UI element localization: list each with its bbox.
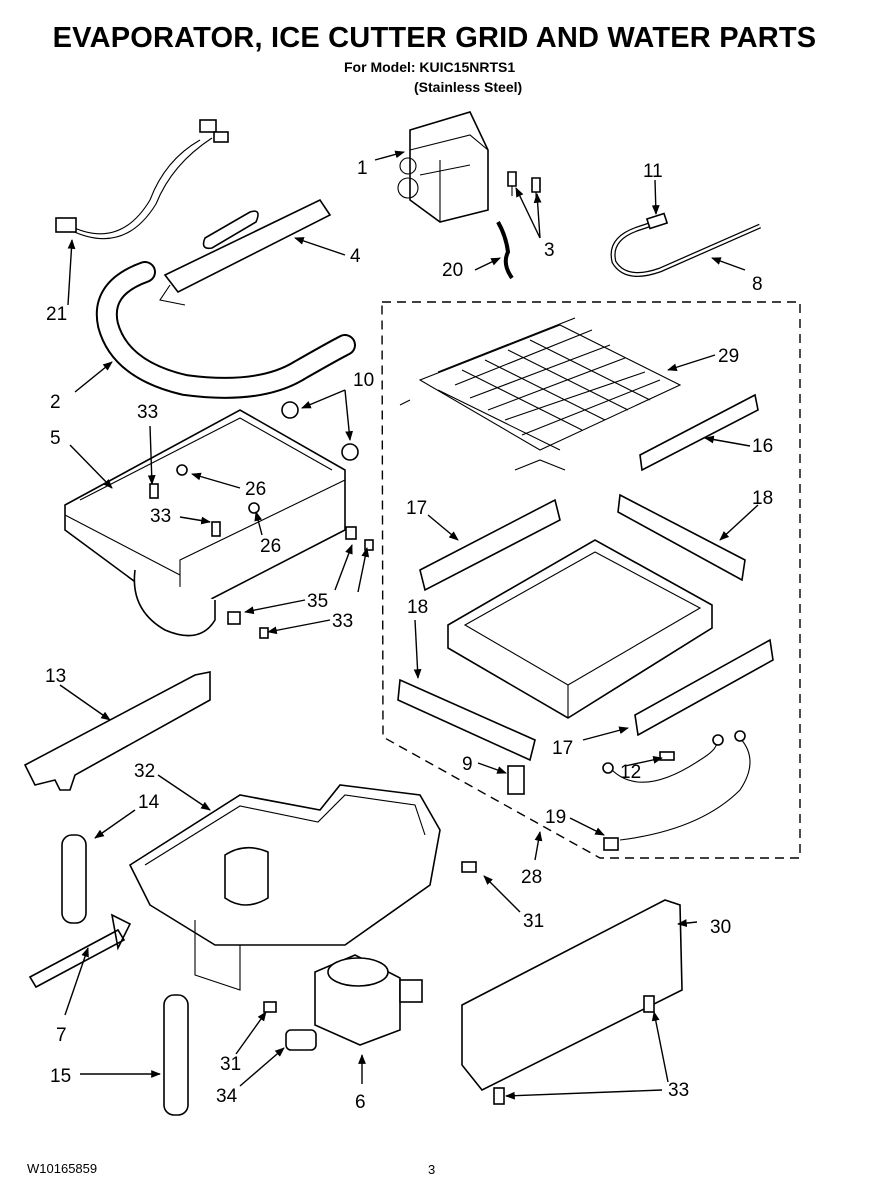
callout-label: 26 [260,536,281,557]
callout-label: 1 [357,158,368,179]
callout-label: 21 [46,304,67,325]
cutter-grid-part [399,317,682,471]
standpipe-part [163,994,189,1116]
callout-label: 31 [220,1054,241,1075]
callout-label: 31 [523,911,544,932]
callout-label: 19 [545,807,566,828]
callout-label: 9 [462,754,473,775]
callout-label: 16 [752,436,773,457]
callout-label: 17 [552,738,573,759]
callout-label: 32 [134,761,155,782]
callout-label: 13 [45,666,66,687]
callout-label: 14 [138,792,160,813]
callout-label: 2 [50,392,61,413]
cover-screw-part [643,995,655,1013]
leader-lines [59,150,759,1100]
reservoir-screw-part-lower [263,1001,277,1013]
cutter-frame-part [447,539,713,719]
water-valve-part [397,111,489,223]
valve-screws-part [507,171,541,202]
callout-label: 33 [668,1080,689,1101]
callout-label: 35 [307,591,328,612]
callout-label: 34 [216,1086,238,1107]
callout-label: 18 [752,488,773,509]
callout-label: 20 [442,260,463,281]
callout-label: 3 [544,240,555,261]
callout-label: 33 [332,611,353,632]
thermistor-clip-part [507,765,525,795]
callout-label: 8 [752,274,763,295]
callout-label: 6 [355,1092,366,1113]
grid-wire-part [602,730,751,851]
wire-harness-part [55,119,229,240]
callout-label: 18 [407,597,428,618]
callout-label: 4 [350,246,361,267]
fill-tube-part [28,913,132,989]
reservoir-part [128,784,441,991]
front-cover-part [461,899,683,1092]
grid-strip-part [639,393,759,472]
callout-label: 30 [710,917,731,938]
page-number: 3 [428,1162,436,1177]
assembly-boundary [381,301,801,859]
cover-screw-part-lower [493,1087,505,1105]
tube-fitting-part [645,212,669,230]
callout-label: 33 [137,402,158,423]
callout-label: 7 [56,1025,67,1046]
callout-label: 10 [353,370,374,391]
callout-label: 26 [245,479,266,500]
callout-label: 5 [50,428,61,449]
evaporator-bracket-part [64,401,374,639]
document-number: W10165859 [27,1161,98,1176]
callout-label: 11 [643,161,663,182]
callout-label: 17 [406,498,427,519]
sleeve-tube-part [61,834,87,924]
callout-labels: 1 3 11 4 20 3 8 21 29 2 10 33 5 16 26 33… [45,158,773,1113]
water-tube-part [496,221,514,280]
pump-cap-part [285,1029,317,1051]
callout-label: 12 [620,762,641,783]
grid-connector-parts [397,493,774,762]
heater-tube-part [159,198,332,306]
grid-screw-part [659,751,675,761]
finish-label: (Stainless Steel) [414,79,523,95]
reservoir-screw-part [461,861,477,873]
water-trough-part [23,671,211,791]
model-number: For Model: KUIC15NRTS1 [344,59,516,75]
callout-label: 33 [150,506,171,527]
callout-label: 29 [718,346,739,367]
callout-label: 28 [521,867,542,888]
pump-part [314,954,423,1046]
page-title: EVAPORATOR, ICE CUTTER GRID AND WATER PA… [52,22,817,54]
callout-label: 15 [50,1066,71,1087]
